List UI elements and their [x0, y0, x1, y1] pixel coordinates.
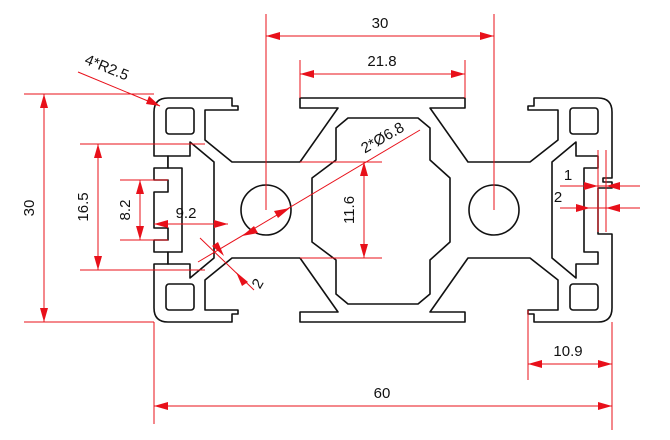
dim-slot-depth: 9.2 — [176, 205, 197, 222]
right-slot-cavity — [551, 141, 599, 279]
dim-wall-thickness: 2 — [249, 276, 268, 292]
corner-pocket-bottom-left — [165, 283, 195, 311]
aluminum-profile — [153, 97, 613, 323]
dim-overall-height: 30 — [21, 200, 38, 217]
corner-pocket-top-right — [569, 107, 599, 135]
dim-wall-offset-2: 2 — [554, 189, 562, 206]
corner-pocket-bottom-right — [569, 283, 599, 311]
dim-top-width: 30 — [372, 15, 389, 32]
dim-slot-height: 8.2 — [117, 200, 134, 221]
dim-center-height: 11.6 — [341, 196, 358, 224]
dimension-lines — [24, 14, 640, 430]
dim-side-width: 10.9 — [553, 343, 582, 360]
dim-inner-height: 16.5 — [75, 192, 92, 221]
dim-overall-width: 60 — [374, 385, 391, 402]
dim-slot-width: 21.8 — [367, 53, 396, 70]
left-slot-cavity — [167, 141, 215, 279]
dim-wall-offset-1: 1 — [564, 167, 572, 184]
dim-corner-radius: 4*R2.5 — [82, 51, 131, 84]
corner-pocket-top-left — [165, 107, 195, 135]
